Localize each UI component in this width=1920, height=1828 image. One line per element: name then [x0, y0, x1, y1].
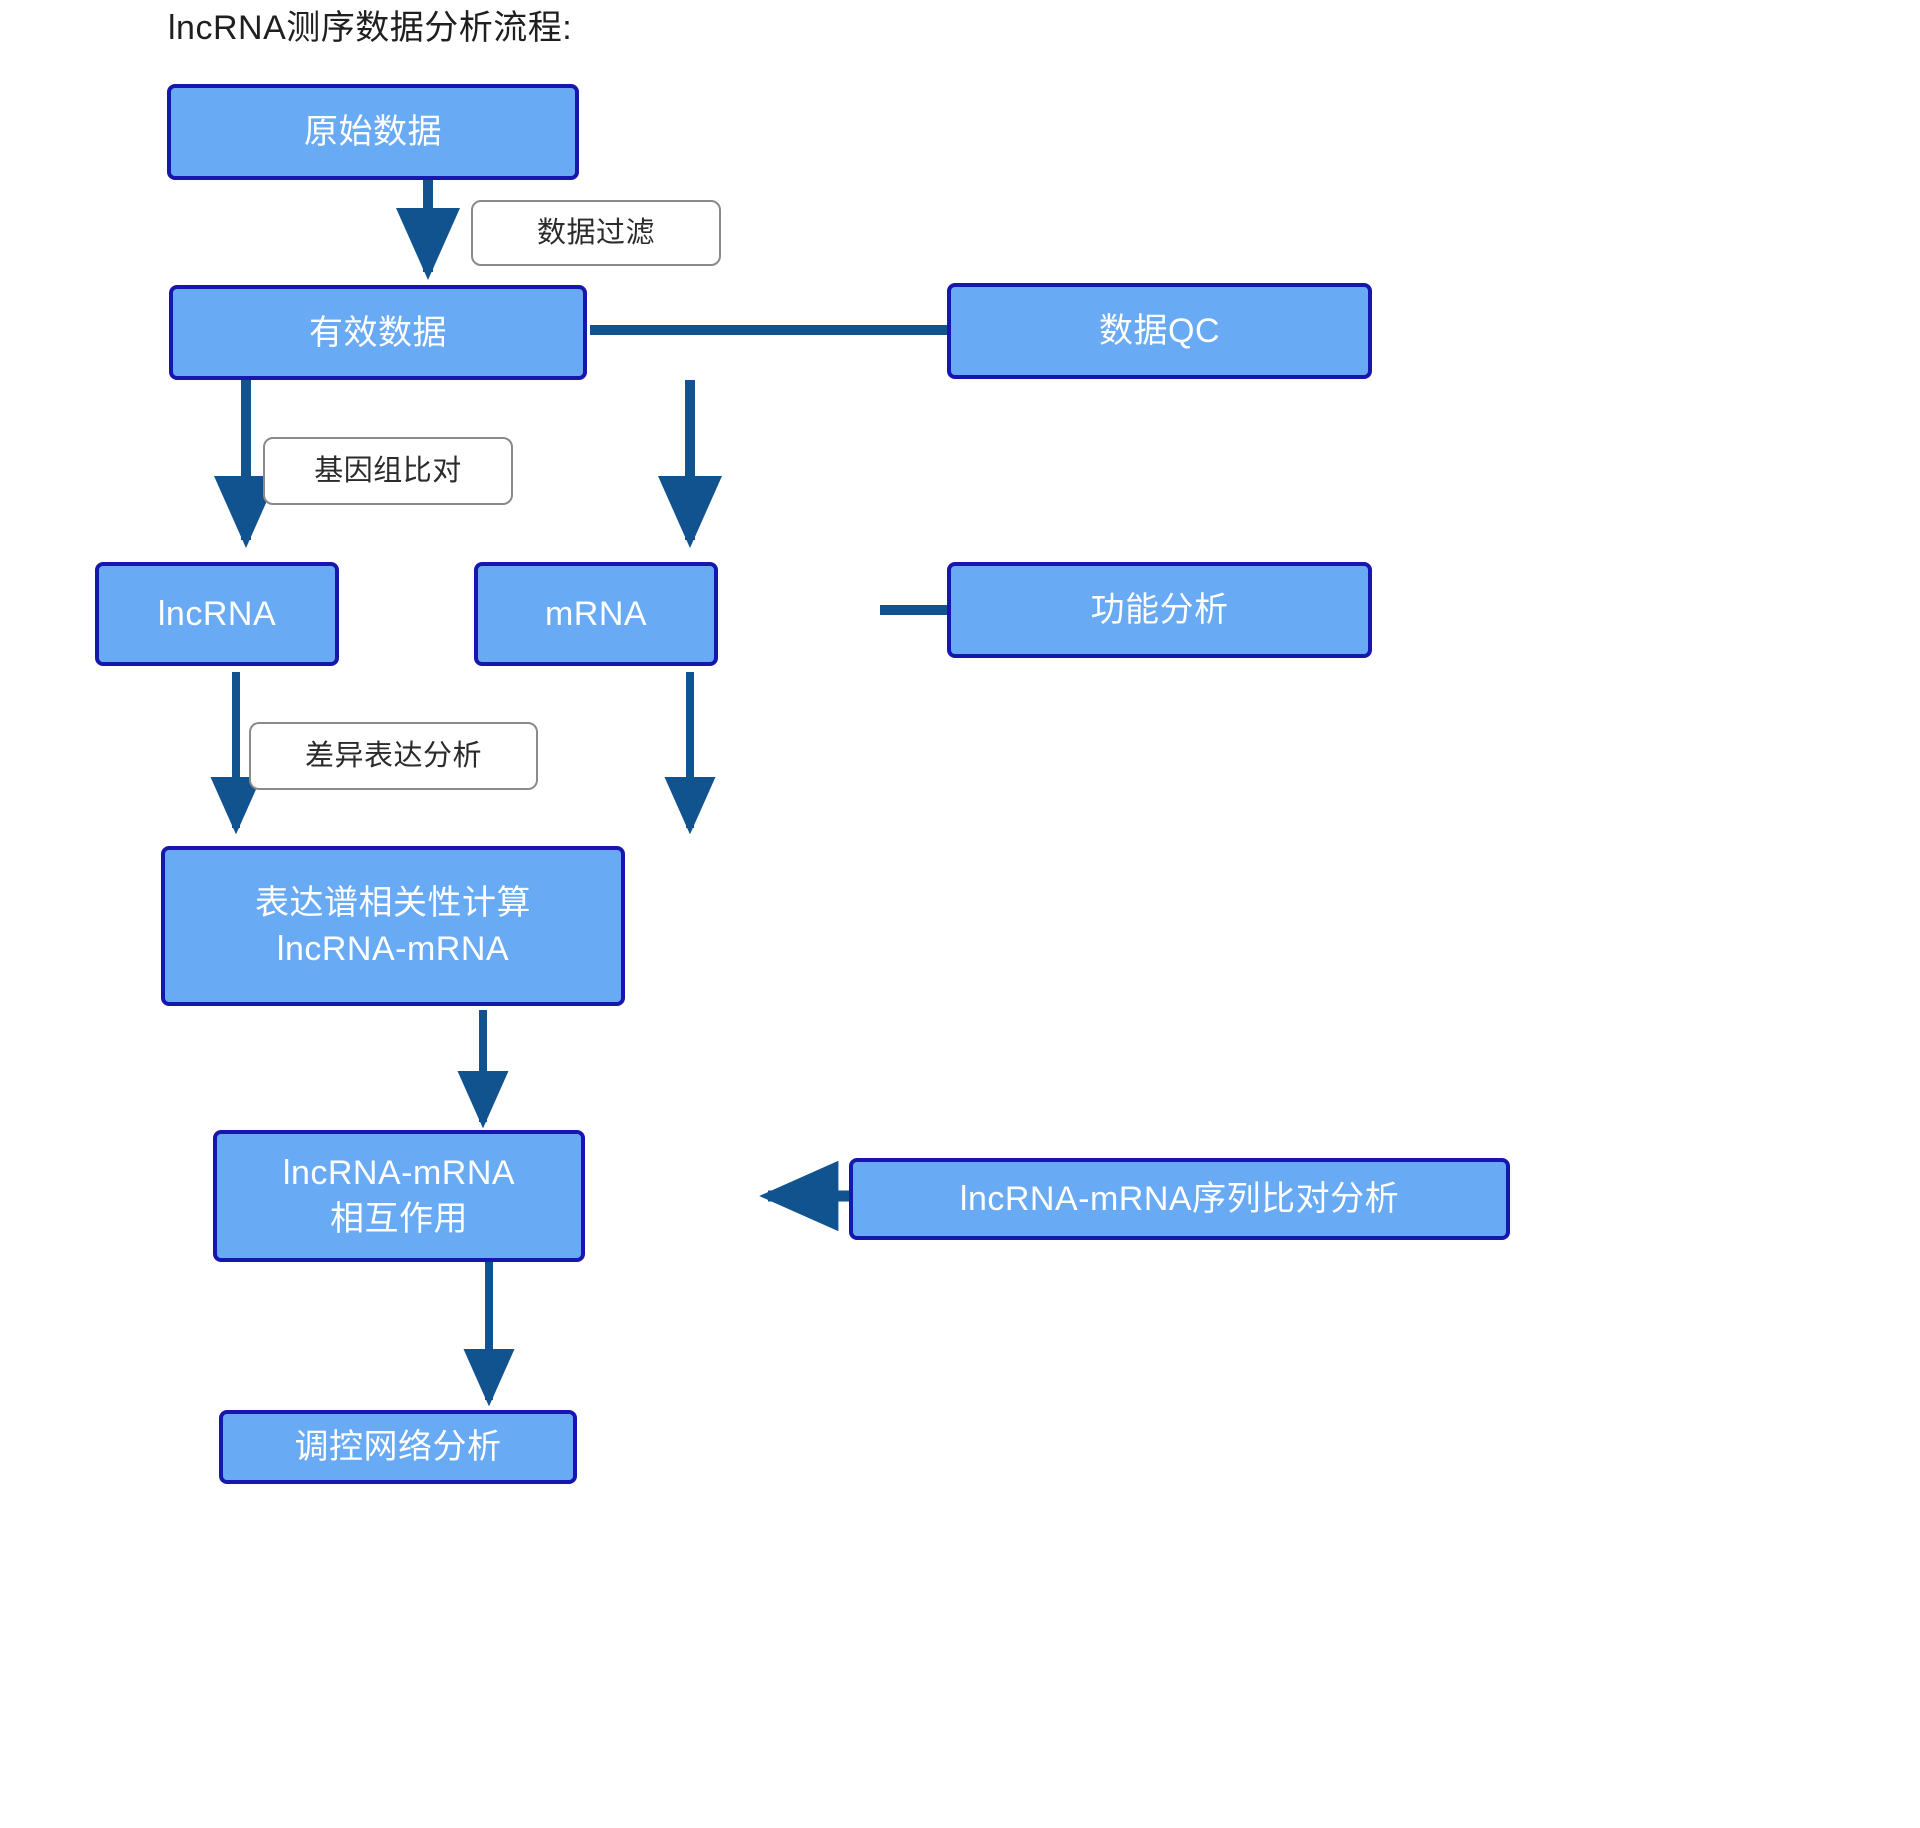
node-lncrna-mrna-interaction[interactable]: lncRNA-mRNA 相互作用	[213, 1130, 585, 1262]
node-regulatory-network[interactable]: 调控网络分析	[219, 1410, 577, 1484]
node-function-analysis[interactable]: 功能分析	[947, 562, 1372, 658]
node-expression-correlation[interactable]: 表达谱相关性计算 lncRNA-mRNA	[161, 846, 625, 1006]
node-data-qc[interactable]: 数据QC	[947, 283, 1372, 379]
node-valid-data[interactable]: 有效数据	[169, 285, 587, 380]
edge-label-genome-alignment: 基因组比对	[263, 437, 513, 505]
edge-label-differential-expression: 差异表达分析	[249, 722, 538, 790]
node-mrna[interactable]: mRNA	[474, 562, 718, 666]
edge-label-data-filter: 数据过滤	[471, 200, 721, 266]
page-title: lncRNA测序数据分析流程:	[168, 9, 573, 47]
node-raw-data[interactable]: 原始数据	[167, 84, 579, 180]
node-lncrna[interactable]: lncRNA	[95, 562, 339, 666]
node-sequence-alignment[interactable]: lncRNA-mRNA序列比对分析	[849, 1158, 1510, 1240]
